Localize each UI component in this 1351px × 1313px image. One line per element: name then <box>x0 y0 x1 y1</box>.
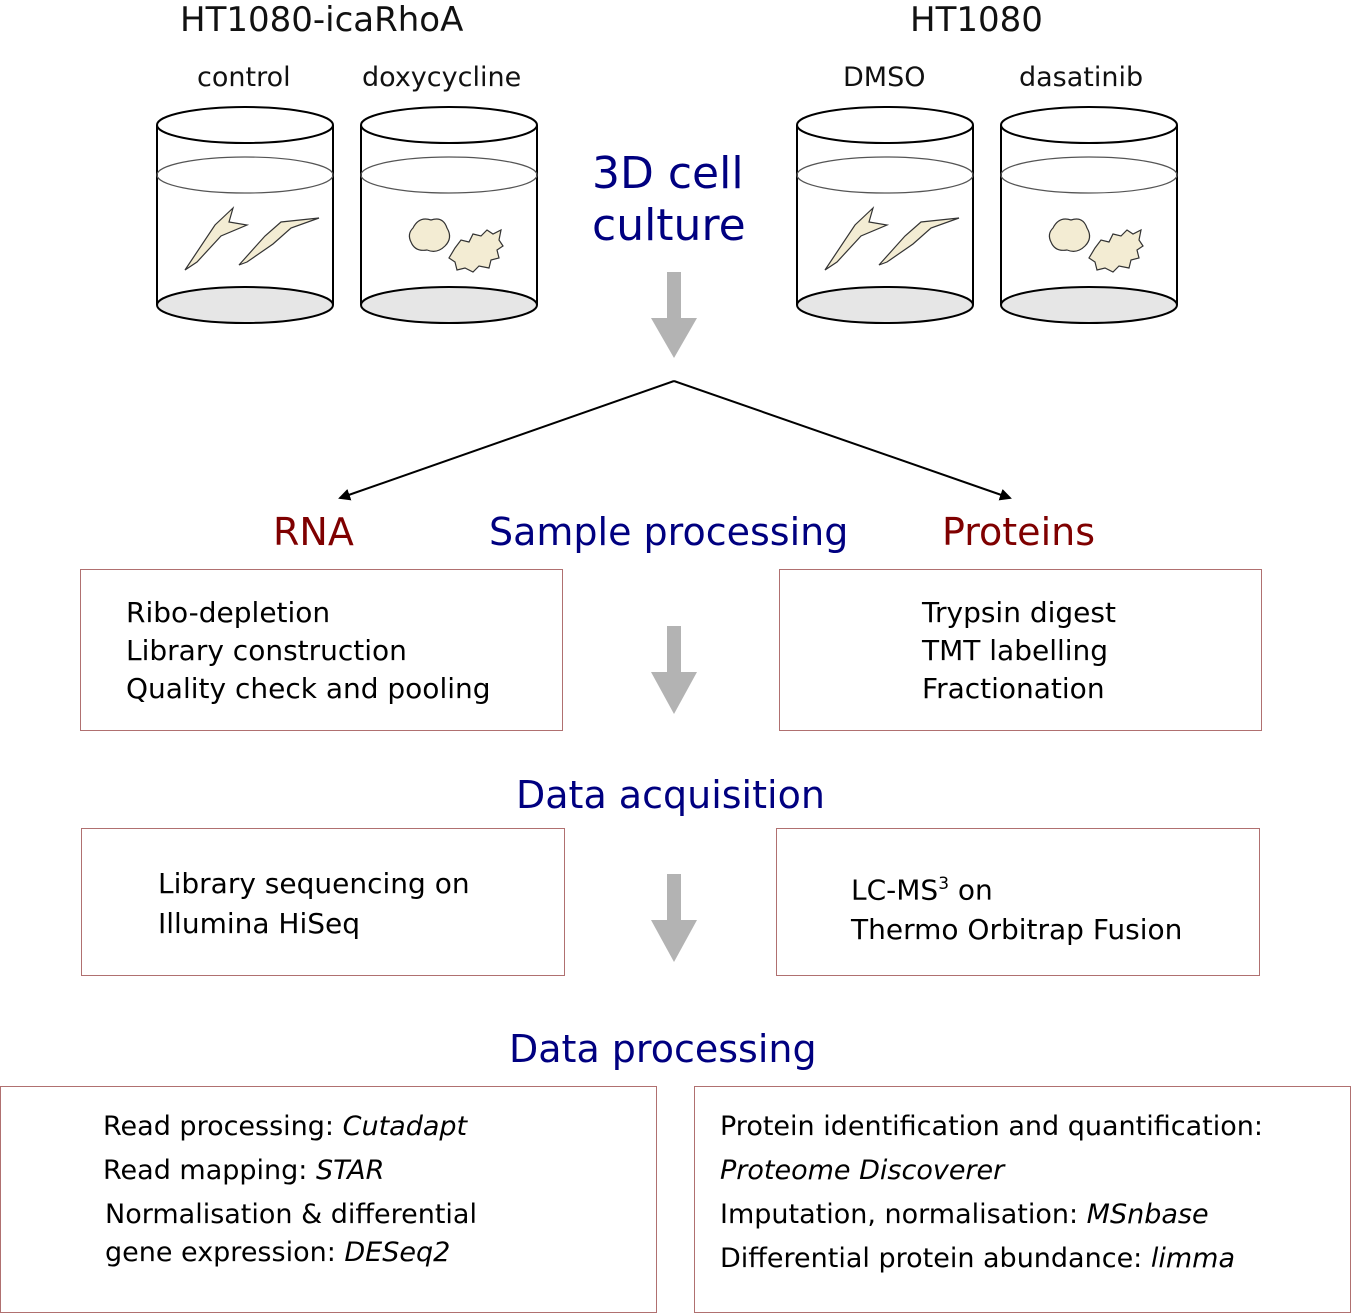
protein-processing-tool: MSnbase <box>1086 1199 1209 1230</box>
protein-acquisition-box: LC-MS3 on Thermo Orbitrap Fusion <box>776 828 1260 976</box>
protein-sample-step: Trypsin digest <box>922 596 1116 629</box>
left-cell-line-title: HT1080-icaRhoA <box>180 0 464 40</box>
rna-processing-tool: STAR <box>315 1155 385 1186</box>
rna-processing-box: Read processing: Cutadapt Read mapping: … <box>0 1086 657 1313</box>
section-heading-data-processing: Data processing <box>509 1027 817 1071</box>
down-arrow-icon <box>651 272 697 358</box>
culture-label-line2: culture <box>592 200 746 251</box>
branch-label-rna: RNA <box>273 510 354 554</box>
branch-label-proteins: Proteins <box>942 510 1096 554</box>
rna-processing-tool: Cutadapt <box>342 1111 468 1142</box>
lcms-text: LC-MS <box>851 873 939 907</box>
protein-acquisition-line: Thermo Orbitrap Fusion <box>851 913 1183 947</box>
rounded-cell-icon <box>448 228 504 273</box>
culture-cylinder-icon <box>360 106 538 324</box>
protein-processing-tool: Proteome Discoverer <box>720 1155 1005 1186</box>
right-cell-line-title: HT1080 <box>910 0 1043 40</box>
rounded-cell-icon <box>408 218 451 252</box>
elongated-cell-icon <box>878 217 960 266</box>
protein-processing-label: Imputation, normalisation: <box>720 1199 1087 1230</box>
rna-processing-lines: Read processing: Cutadapt Read mapping: … <box>103 1111 477 1275</box>
rna-acquisition-line: Illumina HiSeq <box>158 907 361 940</box>
rna-processing-label: Read processing: <box>103 1111 343 1142</box>
rna-processing-tool: DESeq2 <box>344 1237 451 1268</box>
protein-processing-line: Imputation, normalisation: MSnbase <box>720 1199 1263 1243</box>
protein-acquisition-line: LC-MS3 on <box>851 864 1182 910</box>
rna-sample-step: Library construction <box>126 634 407 667</box>
culture-label: 3D cell culture <box>592 148 746 252</box>
section-heading-data-acquisition: Data acquisition <box>516 773 825 817</box>
protein-sample-step: Fractionation <box>922 672 1105 705</box>
rna-processing-line: gene expression: DESeq2 <box>105 1237 477 1275</box>
condition-label-control: control <box>197 62 291 93</box>
culture-cylinder-icon <box>796 106 974 324</box>
rna-sample-step: Ribo-depletion <box>126 596 331 629</box>
rounded-cell-icon <box>1088 228 1144 273</box>
rna-processing-label: Normalisation & differential <box>105 1199 477 1230</box>
protein-processing-label: Protein identification and quantificatio… <box>720 1111 1263 1142</box>
rna-acquisition-line: Library sequencing on <box>158 867 470 900</box>
elongated-cell-icon <box>184 206 250 271</box>
elongated-cell-icon <box>824 206 890 271</box>
condition-label-dasatinib: dasatinib <box>1019 62 1144 93</box>
down-arrow-icon <box>651 626 697 714</box>
culture-cylinder-icon <box>156 106 334 324</box>
section-heading-sample-processing: Sample processing <box>489 510 849 554</box>
culture-label-line1: 3D cell <box>592 148 744 199</box>
down-arrow-icon <box>651 874 697 962</box>
rna-acquisition-box: Library sequencing on Illumina HiSeq <box>81 828 565 976</box>
lcms-superscript: 3 <box>938 874 950 894</box>
protein-processing-box: Protein identification and quantificatio… <box>694 1086 1351 1313</box>
protein-processing-label: Differential protein abundance: <box>720 1243 1151 1274</box>
rounded-cell-icon <box>1048 218 1091 252</box>
protein-processing-tool: limma <box>1150 1243 1236 1274</box>
lcms-suffix: on <box>949 873 993 907</box>
condition-label-doxycycline: doxycycline <box>362 62 522 93</box>
branch-arrow-icon <box>338 380 1012 501</box>
rna-sample-steps: Ribo-depletion Library construction Qual… <box>126 594 491 708</box>
protein-sample-step: TMT labelling <box>922 634 1109 667</box>
protein-sample-steps: Trypsin digest TMT labelling Fractionati… <box>922 594 1116 708</box>
protein-processing-line: Protein identification and quantificatio… <box>720 1111 1263 1155</box>
rna-sample-step: Quality check and pooling <box>126 672 491 705</box>
condition-label-dmso: DMSO <box>843 62 926 93</box>
protein-processing-line: Differential protein abundance: limma <box>720 1243 1263 1287</box>
rna-processing-line: Read mapping: STAR <box>103 1155 477 1199</box>
culture-cylinder-icon <box>1000 106 1178 324</box>
rna-processing-line: Read processing: Cutadapt <box>103 1111 477 1155</box>
rna-processing-label: Read mapping: <box>103 1155 316 1186</box>
elongated-cell-icon <box>238 217 320 266</box>
protein-processing-line: Proteome Discoverer <box>720 1155 1263 1199</box>
protein-processing-lines: Protein identification and quantificatio… <box>720 1111 1263 1287</box>
rna-acquisition-text: Library sequencing on Illumina HiSeq <box>158 864 470 944</box>
rna-processing-label: gene expression: <box>105 1237 345 1268</box>
protein-acquisition-text: LC-MS3 on Thermo Orbitrap Fusion <box>851 864 1182 950</box>
protein-sample-processing-box: Trypsin digest TMT labelling Fractionati… <box>779 569 1262 731</box>
rna-processing-line: Normalisation & differential <box>105 1199 477 1237</box>
rna-sample-processing-box: Ribo-depletion Library construction Qual… <box>80 569 563 731</box>
